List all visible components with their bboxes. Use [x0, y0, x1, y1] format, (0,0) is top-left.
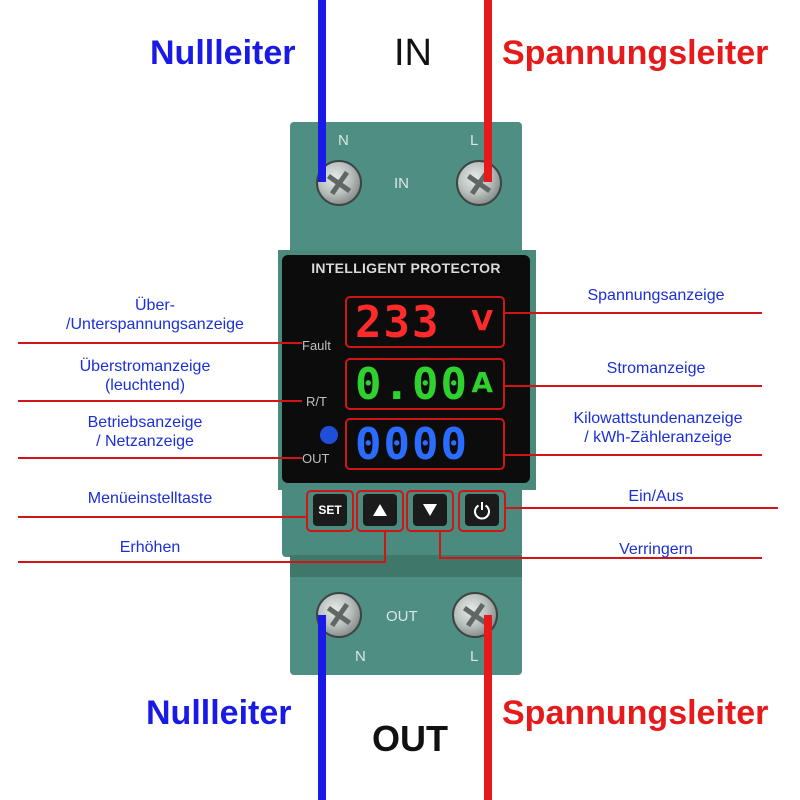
terminal-n-out-label: N	[355, 648, 366, 665]
out-mark: OUT	[386, 608, 418, 625]
top-direction-label: IN	[394, 32, 432, 74]
label-voltage-display: Spannungsanzeige	[587, 287, 725, 304]
power-button[interactable]	[465, 494, 499, 526]
label-overcurrent: Überstromanzeige (leuchtend)	[79, 358, 211, 394]
set-button[interactable]: SET	[313, 494, 347, 526]
up-button-frame	[356, 490, 404, 532]
voltage-value: 233	[355, 297, 441, 348]
out-indicator-label: OUT	[302, 451, 330, 466]
callout-increase	[18, 532, 386, 563]
set-button-label: SET	[318, 503, 342, 517]
callout-decrease	[439, 532, 762, 559]
down-button[interactable]	[413, 494, 447, 526]
screw-n-in-icon	[316, 160, 362, 206]
energy-display: 0000	[345, 418, 505, 470]
bottom-direction-label: OUT	[372, 718, 448, 759]
up-button[interactable]	[363, 494, 397, 526]
triangle-down-icon	[423, 504, 437, 516]
label-menu-button: Menüeinstelltaste	[87, 490, 213, 507]
label-operation: Betriebsanzeige / Netzanzeige	[87, 414, 203, 450]
power-icon	[474, 502, 490, 520]
current-display: 0.00 A	[345, 358, 505, 410]
label-increase: Erhöhen	[119, 539, 181, 556]
device-housing-shadow	[290, 555, 522, 577]
set-button-frame	[306, 490, 354, 532]
voltage-display: 233 V	[345, 296, 505, 348]
bottom-neutral-label: Nullleiter	[146, 694, 292, 732]
top-neutral-label: Nullleiter	[150, 34, 296, 72]
rt-indicator-label: R/T	[306, 394, 327, 409]
triangle-up-icon	[373, 504, 387, 516]
terminal-l-in-label: L	[470, 132, 479, 149]
terminal-n-in-label: N	[338, 132, 349, 149]
top-phase-label: Spannungsleiter	[502, 34, 769, 72]
bottom-phase-label: Spannungsleiter	[502, 694, 769, 732]
current-value: 0.00	[355, 359, 469, 410]
down-button-frame	[406, 490, 454, 532]
display-panel	[282, 255, 530, 483]
status-led	[320, 426, 338, 444]
voltage-unit: V	[471, 304, 493, 337]
label-on-off: Ein/Aus	[628, 488, 684, 505]
fault-indicator-label: Fault	[302, 338, 331, 353]
panel-title: INTELLIGENT PROTECTOR	[311, 260, 501, 276]
label-over-under-voltage: Über- /Unterspannungsanzeige	[66, 297, 244, 333]
terminal-l-out-label: L	[470, 648, 479, 665]
label-kwh-display: Kilowattstundenanzeige / kWh-Zähleranzei…	[573, 410, 743, 446]
label-current-display: Stromanzeige	[606, 360, 706, 377]
energy-value: 0000	[355, 419, 469, 470]
current-unit: A	[471, 366, 493, 399]
screw-l-in-icon	[456, 160, 502, 206]
label-decrease: Verringern	[619, 541, 693, 558]
power-button-frame	[458, 490, 506, 532]
in-mark: IN	[394, 175, 409, 192]
